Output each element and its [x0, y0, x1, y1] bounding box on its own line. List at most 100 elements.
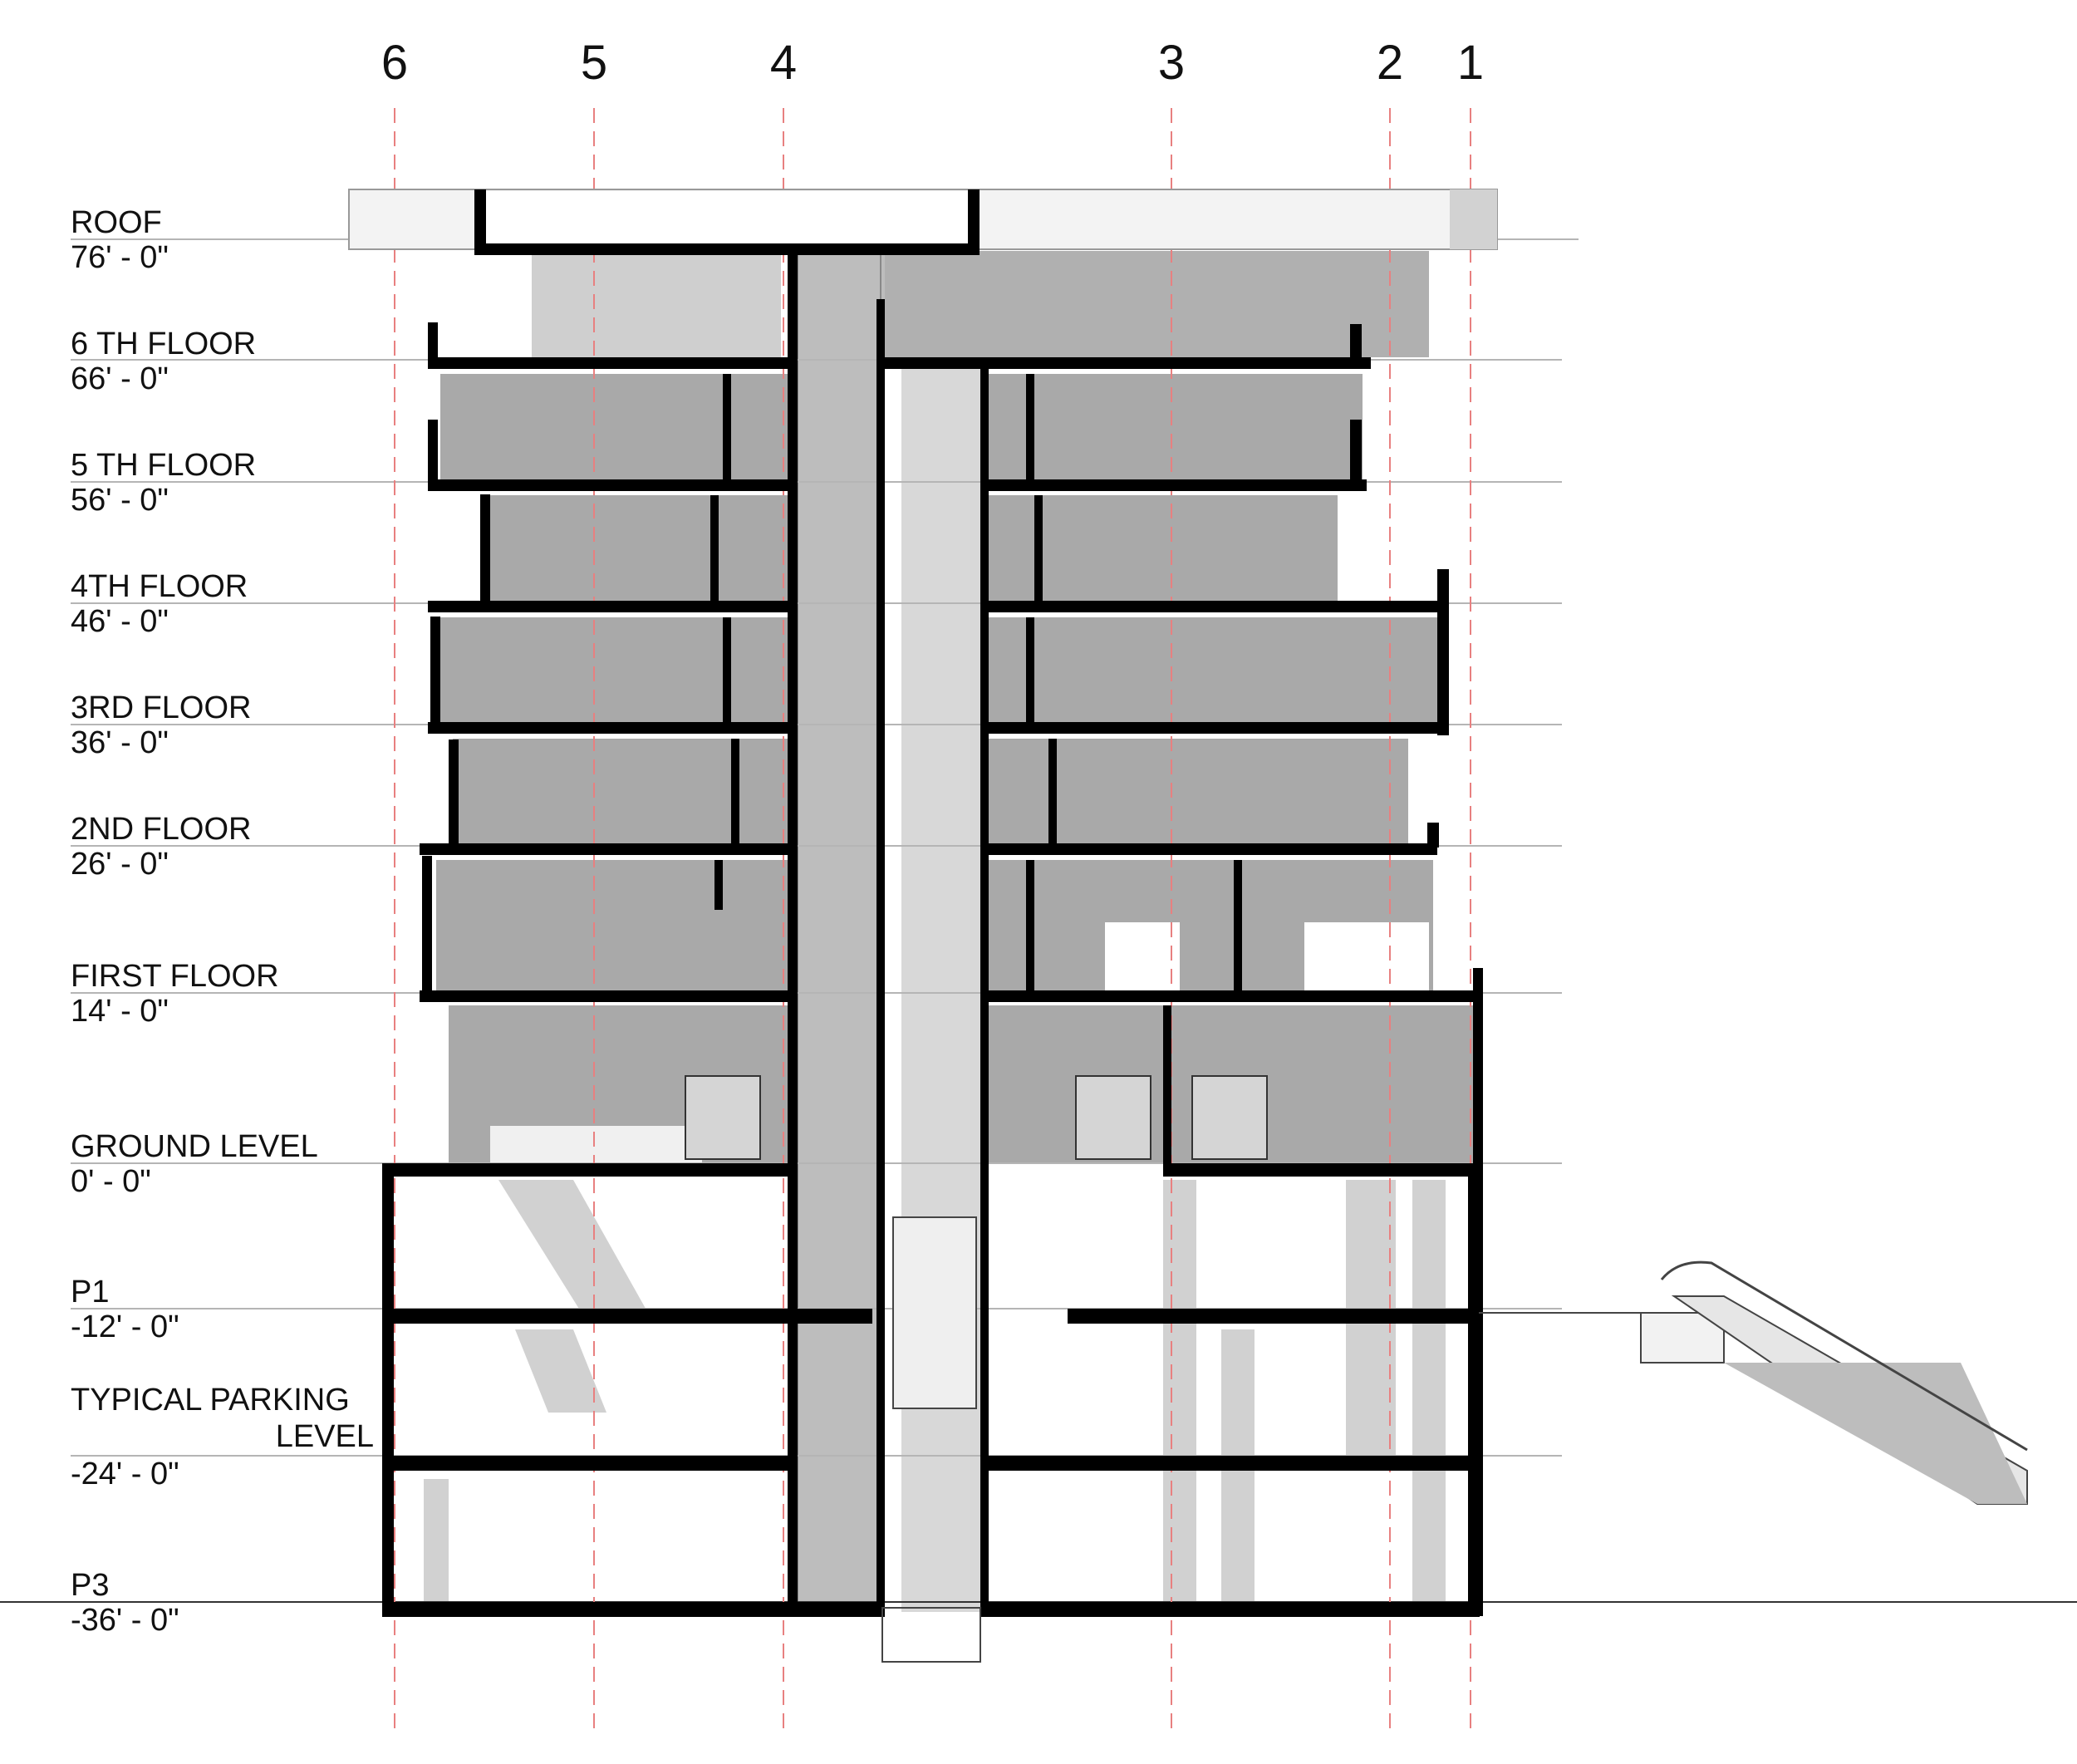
level-name-typical-2: LEVEL	[276, 1419, 374, 1454]
openings	[490, 922, 1429, 1163]
slab-p1-left	[382, 1309, 872, 1324]
wall-int-5th-b	[1026, 374, 1034, 482]
slab-2nd-left	[420, 843, 789, 855]
level-elev-4th: 46' - 0"	[71, 604, 169, 639]
slab-p3-right	[980, 1602, 1479, 1617]
slab-ground-left	[382, 1163, 793, 1177]
shade-4th-left	[482, 495, 789, 602]
slab-3rd-right	[989, 722, 1446, 734]
elevator-pit	[881, 1607, 981, 1663]
grid-label-2: 2	[1377, 36, 1403, 90]
slab-2nd-right	[989, 843, 1437, 855]
door-ground-right	[1191, 1075, 1268, 1160]
walls	[382, 249, 1483, 1617]
shade-core	[793, 249, 885, 1612]
slab-4th-left	[428, 601, 789, 612]
roof	[348, 189, 1498, 255]
wall-right-6th	[1350, 324, 1362, 367]
shadow-p2-left	[515, 1329, 606, 1413]
slab-5th-left	[428, 479, 789, 491]
wall-right-4th	[1437, 569, 1449, 735]
level-name-p3: P3	[71, 1568, 109, 1603]
wall-int-1st-c	[1234, 860, 1242, 993]
shadow-p3-left	[424, 1479, 449, 1604]
slab-typical-right	[989, 1456, 1479, 1471]
wall-left-4th	[480, 494, 490, 607]
wall-left-first	[422, 856, 432, 997]
shade-3rd-right	[989, 617, 1446, 724]
shadow-p1-left	[498, 1180, 648, 1313]
grid-label-3: 3	[1158, 36, 1185, 90]
wall-int-5th-a	[723, 374, 731, 482]
grid-label-6: 6	[381, 36, 408, 90]
ramp-underside-shadow	[1724, 1363, 2027, 1504]
slab-p1-right	[1068, 1309, 1479, 1324]
wall-core-elev-left	[876, 299, 885, 1617]
grid-label-5: 5	[581, 36, 607, 90]
wall-left-5th	[428, 420, 438, 486]
level-name-4th: 4TH FLOOR	[71, 569, 248, 604]
wall-int-3rd-a	[723, 617, 731, 725]
opening-ground-left	[490, 1126, 702, 1163]
wall-left-6th	[428, 322, 438, 364]
level-name-typical: TYPICAL PARKING	[71, 1383, 350, 1418]
opening-1st-a	[1105, 922, 1180, 993]
wall-core-left	[788, 249, 798, 1617]
level-elev-2nd: 26' - 0"	[71, 847, 169, 882]
wall-core-elev-right	[980, 366, 989, 1617]
wall-parking-right	[1468, 1163, 1480, 1617]
level-elev-typical: -24' - 0"	[71, 1457, 179, 1491]
level-elev-6th: 66' - 0"	[71, 361, 169, 396]
wall-right-5th	[1350, 420, 1362, 486]
shade-2nd-right	[989, 739, 1408, 845]
parking-shadows	[424, 1180, 1446, 1612]
slab-5th-right	[989, 479, 1367, 491]
slab-3rd-left	[428, 722, 789, 734]
level-name-6th: 6 TH FLOOR	[71, 327, 256, 361]
shade-6th-left	[532, 251, 781, 357]
grid-labels: 6 5 4 3 2 1	[381, 36, 1484, 90]
level-elev-p1: -12' - 0"	[71, 1309, 179, 1344]
shadow-p2-right	[1412, 1180, 1446, 1612]
roof-cut	[474, 189, 980, 255]
shade-3rd-left	[432, 617, 789, 724]
level-name-ground: GROUND LEVEL	[71, 1129, 318, 1164]
level-name-3rd: 3RD FLOOR	[71, 690, 251, 725]
shade-1st-left	[436, 860, 789, 991]
shade-5th-left	[440, 374, 789, 480]
wall-left-3rd	[430, 617, 440, 729]
level-elev-5th: 56' - 0"	[71, 483, 169, 518]
shade-6th-right	[881, 251, 1429, 357]
elevator-cab-frame	[892, 1216, 977, 1409]
shade-5th-right	[989, 374, 1363, 480]
door-ground-left	[685, 1075, 761, 1160]
wall-int-1st-b	[1026, 860, 1034, 993]
wall-int-4th-a	[710, 495, 719, 603]
grid-label-1: 1	[1457, 36, 1484, 90]
wall-int-4th-b	[1034, 495, 1043, 603]
level-labels: ROOF 76' - 0" 6 TH FLOOR 66' - 0" 5 TH F…	[71, 205, 374, 1638]
floor-slabs	[382, 357, 1479, 1617]
exterior-stair	[1479, 1260, 2028, 1505]
level-elev-p3: -36' - 0"	[71, 1603, 179, 1638]
level-name-2nd: 2ND FLOOR	[71, 812, 251, 847]
wall-int-2nd-b	[1048, 739, 1057, 847]
shade-core-right	[901, 366, 980, 1612]
wall-int-3rd-b	[1026, 617, 1034, 725]
door-ground-mid	[1075, 1075, 1151, 1160]
shade-4th-right	[989, 495, 1338, 602]
wall-int-ground	[1163, 1005, 1171, 1172]
slab-p3-left	[382, 1602, 881, 1617]
level-elev-ground: 0' - 0"	[71, 1164, 151, 1199]
grid-label-4: 4	[770, 36, 797, 90]
roof-parapet-end	[1450, 189, 1497, 249]
doors	[685, 1075, 1268, 1160]
wall-left-2nd	[449, 740, 459, 848]
slab-4th-right	[989, 601, 1446, 612]
wall-right-2nd	[1427, 823, 1439, 848]
level-elev-roof: 76' - 0"	[71, 240, 169, 275]
level-name-first: FIRST FLOOR	[71, 959, 279, 994]
slab-6th-left	[428, 357, 789, 369]
level-elev-3rd: 36' - 0"	[71, 725, 169, 760]
